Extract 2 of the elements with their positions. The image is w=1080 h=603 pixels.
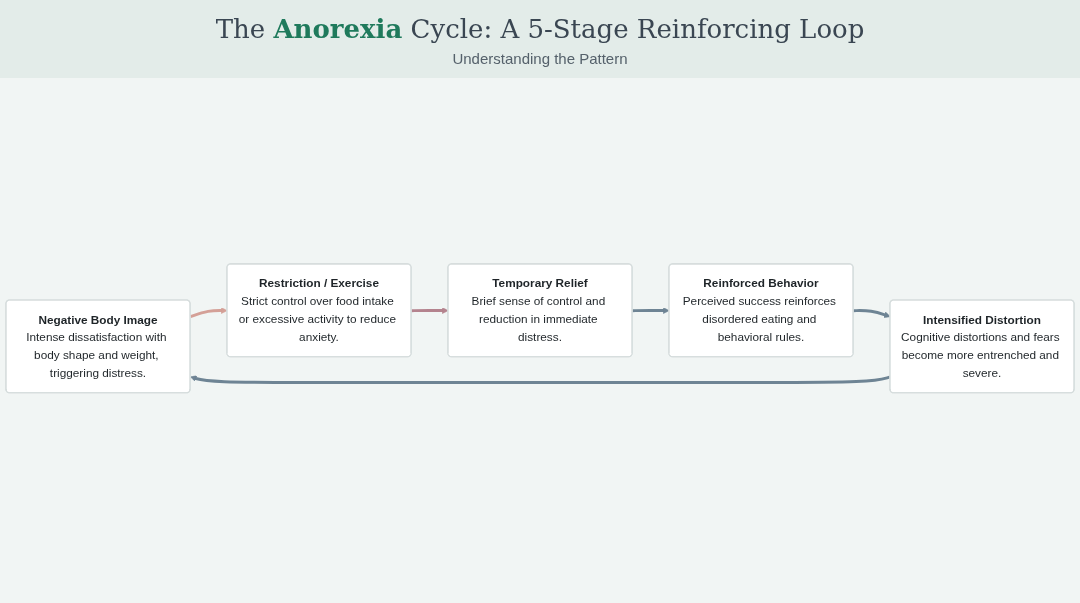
title: The Anorexia Cycle: A 5-Stage Reinforcing Loop	[215, 14, 865, 44]
subtitle: Understanding the Pattern	[452, 50, 628, 67]
